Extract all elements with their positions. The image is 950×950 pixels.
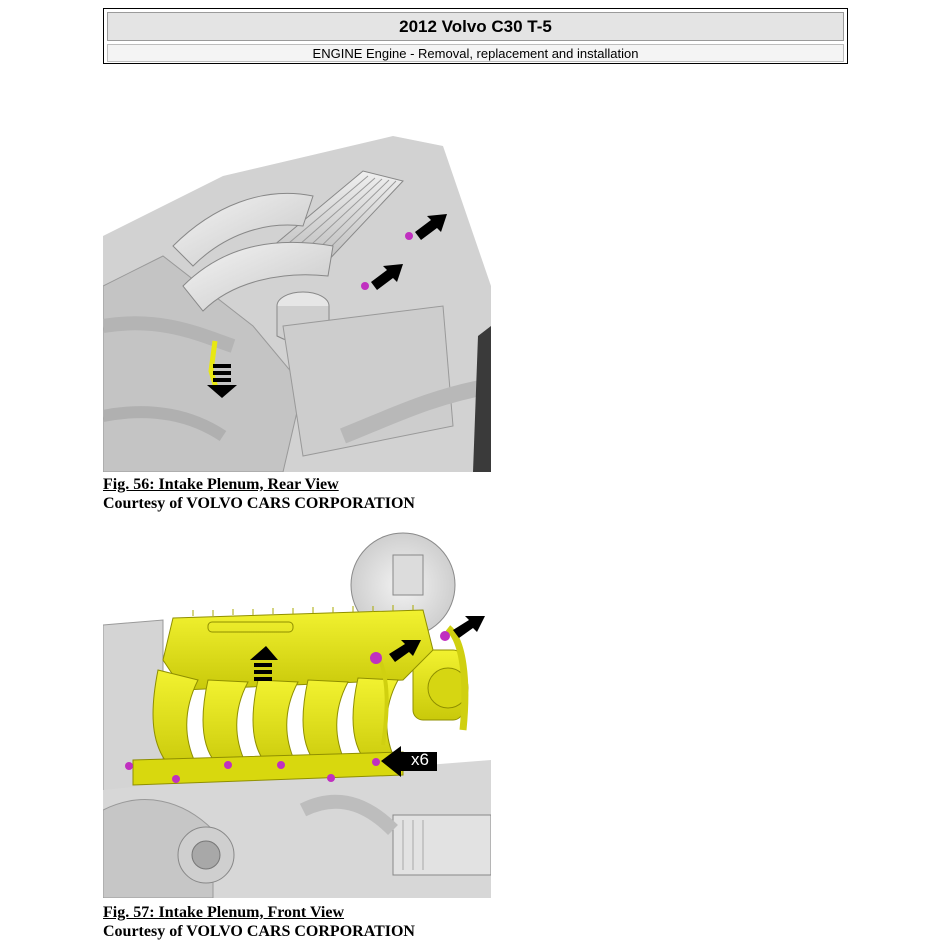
figure-57-caption: Fig. 57: Intake Plenum, Front View Court… xyxy=(103,903,415,941)
document-header: 2012 Volvo C30 T-5 ENGINE Engine - Remov… xyxy=(103,8,848,64)
x6-callout: x6 xyxy=(411,750,429,769)
page-subtitle: ENGINE Engine - Removal, replacement and… xyxy=(107,44,844,62)
figure-56-courtesy: Courtesy of VOLVO CARS CORPORATION xyxy=(103,495,415,512)
figure-57-image: x6 xyxy=(103,530,491,898)
figure-56-image xyxy=(103,136,491,472)
page-title: 2012 Volvo C30 T-5 xyxy=(107,12,844,41)
figure-56-title: Fig. 56: Intake Plenum, Rear View xyxy=(103,476,339,493)
figure-57-title: Fig. 57: Intake Plenum, Front View xyxy=(103,904,345,921)
figure-57-courtesy: Courtesy of VOLVO CARS CORPORATION xyxy=(103,923,415,940)
figure-56-caption: Fig. 56: Intake Plenum, Rear View Courte… xyxy=(103,475,415,513)
